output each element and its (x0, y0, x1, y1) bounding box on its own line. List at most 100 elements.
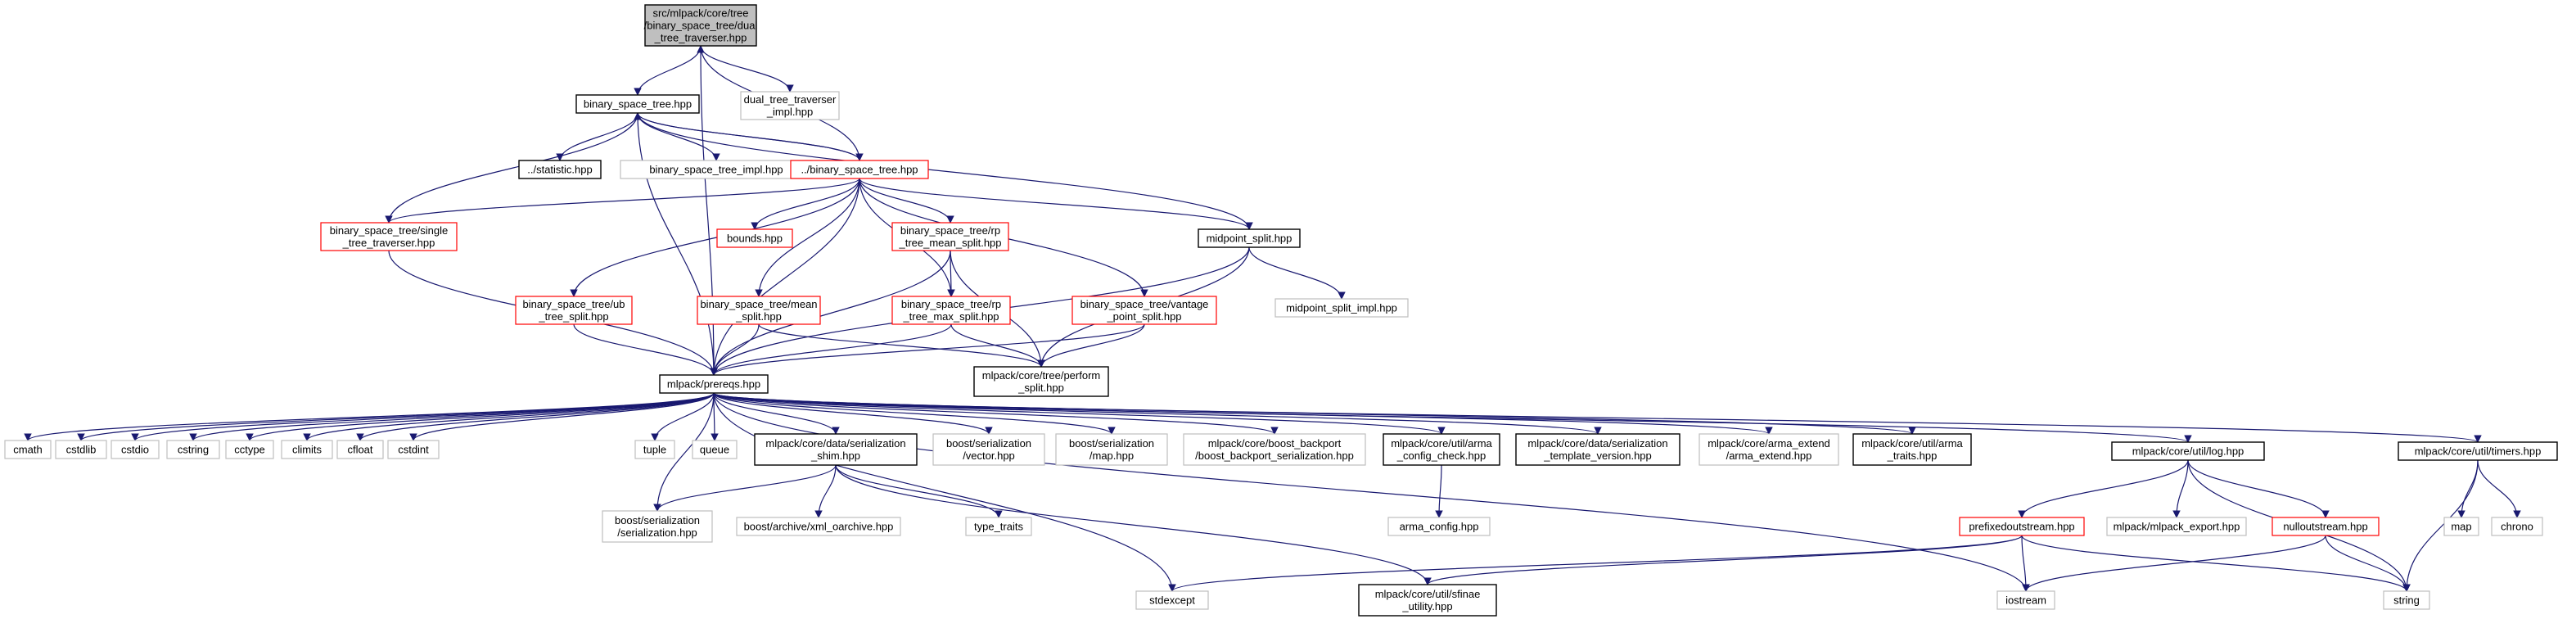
node-label: midpoint_split_impl.hpp (1286, 302, 1397, 314)
node-label: binary_space_tree.hpp (584, 98, 692, 111)
node-timers[interactable]: mlpack/core/util/timers.hpp (2398, 441, 2558, 461)
node-nullout[interactable]: nulloutstream.hpp (2271, 517, 2380, 536)
node-prefixed[interactable]: prefixedoutstream.hpp (1959, 517, 2085, 536)
edge-dbst-to-rpmean (859, 178, 954, 224)
edge-prereqs-to-timers (713, 392, 2482, 443)
node-box (659, 374, 769, 394)
node-label: binary_space_tree/mean (700, 298, 817, 310)
node-label: _template_version.hpp (1543, 450, 1652, 462)
edge-rpmean-to-prereqs (710, 250, 951, 376)
node-vantage[interactable]: binary_space_tree/vantage_point_split.hp… (1071, 296, 1217, 325)
edge-dbst-to-bst (634, 112, 860, 161)
edge-midpoint-to-midimpl (1248, 246, 1346, 300)
edge-prereqs-to-cstring (189, 392, 715, 441)
edge-prereqs-to-armacfg (713, 392, 1446, 435)
edge-dbst-to-prereqs (710, 178, 860, 376)
node-log[interactable]: mlpack/core/util/log.hpp (2111, 441, 2265, 461)
node-root[interactable]: src/mlpack/core/tree/binary_space_tree/d… (644, 4, 758, 47)
node-box (2271, 517, 2380, 536)
node-vector: boost/serialization/vector.hpp (932, 433, 1045, 466)
node-cstdio: cstdio (111, 440, 160, 459)
node-rpmax[interactable]: binary_space_tree/rp_tree_max_split.hpp (891, 296, 1011, 325)
node-label: /map.hpp (1089, 450, 1134, 462)
node-box (320, 222, 458, 251)
node-label: mlpack/core/util/sfinae (1375, 588, 1481, 600)
node-label: binary_space_tree/rp (901, 298, 1001, 310)
edge-prereqs-to-stdexcept (713, 392, 1176, 592)
edge-rpmax-to-prereqs (710, 323, 952, 376)
node-label: mlpack/core/data/serialization (1527, 437, 1667, 450)
node-stat[interactable]: ../statistic.hpp (518, 160, 602, 179)
node-midpoint[interactable]: midpoint_split.hpp (1198, 228, 1301, 248)
node-box (1383, 433, 1500, 466)
edge-prereqs-to-cfloat (356, 392, 715, 441)
node-label: mlpack/mlpack_export.hpp (2114, 521, 2240, 533)
node-box (2106, 517, 2247, 536)
node-box (518, 160, 602, 179)
node-cmath: cmath (4, 440, 52, 459)
edge-prereqs-to-iostream (713, 392, 2030, 592)
node-box (4, 440, 52, 459)
edge-vantage-to-perform (1037, 323, 1145, 368)
node-box (1996, 590, 2055, 610)
node-label: _traits.hpp (1887, 450, 1938, 462)
node-box (1852, 433, 1972, 466)
edge-prereqs-to-tuple (651, 392, 715, 441)
node-label: _shim.hpp (810, 450, 860, 462)
node-armacfg[interactable]: mlpack/core/util/arma_config_check.hpp (1383, 433, 1500, 466)
node-label: dual_tree_traverser (744, 93, 837, 106)
node-label: cstdlib (66, 444, 97, 456)
node-label: tuple (643, 444, 666, 456)
node-shim[interactable]: mlpack/core/data/serialization_shim.hpp (754, 433, 918, 466)
node-bst[interactable]: binary_space_tree.hpp (575, 94, 700, 114)
node-box (1959, 517, 2085, 536)
node-prereqs[interactable]: mlpack/prereqs.hpp (659, 374, 769, 394)
node-box (634, 440, 675, 459)
node-box (2111, 441, 2265, 461)
node-armatraits[interactable]: mlpack/core/util/arma_traits.hpp (1852, 433, 1972, 466)
node-rpmean[interactable]: binary_space_tree/rp_tree_mean_split.hpp (891, 222, 1009, 251)
edge-ub-to-prereqs (573, 323, 718, 376)
node-label: bounds.hpp (727, 233, 783, 245)
edge-shim-to-xml (814, 464, 837, 518)
node-box (973, 366, 1109, 397)
node-dbst[interactable]: ../binary_space_tree.hpp (790, 160, 929, 179)
node-label: ../statistic.hpp (527, 164, 592, 176)
edge-bst-to-stat (556, 112, 638, 161)
node-sfinae[interactable]: mlpack/core/util/sfinae_utility.hpp (1358, 584, 1497, 617)
node-box (932, 433, 1045, 466)
edge-prefixed-to-sfinae (1423, 535, 2023, 585)
node-tmplver[interactable]: mlpack/core/data/serialization_template_… (1515, 433, 1680, 466)
node-cstring: cstring (166, 440, 220, 459)
node-label: /serialization.hpp (617, 526, 697, 539)
node-map_s: boost/serialization/map.hpp (1055, 433, 1168, 466)
edge-root-to-dtti (700, 45, 794, 93)
node-armaconfig: arma_config.hpp (1387, 517, 1491, 536)
edge-shim-to-typetraits (835, 464, 1003, 518)
node-box (1198, 228, 1301, 248)
edge-stt-to-bst (388, 112, 642, 224)
edge-prereqs-to-map_s (713, 392, 1116, 435)
edge-prereqs-to-backport (713, 392, 1279, 435)
node-ub[interactable]: binary_space_tree/ub_tree_split.hpp (515, 296, 633, 325)
node-perform[interactable]: mlpack/core/tree/perform_split.hpp (973, 366, 1109, 397)
node-box (1183, 433, 1366, 466)
edge-prereqs-to-log (713, 392, 2192, 443)
node-bounds[interactable]: bounds.hpp (716, 228, 793, 248)
node-label: _tree_split.hpp (538, 310, 608, 323)
edge-prefixed-to-stdexcept (1168, 535, 2023, 592)
node-box (1358, 584, 1497, 617)
node-label: _tree_max_split.hpp (902, 310, 999, 323)
node-box (515, 296, 633, 325)
node-stt[interactable]: binary_space_tree/single_tree_traverser.… (320, 222, 458, 251)
node-xml: boost/archive/xml_oarchive.hpp (736, 517, 901, 536)
node-box (1699, 433, 1839, 466)
node-label: prefixedoutstream.hpp (1969, 521, 2074, 533)
edge-bst-to-midpoint (637, 112, 1253, 230)
node-box (1135, 590, 1209, 610)
node-label: _split.hpp (735, 310, 782, 323)
node-label: map (2451, 521, 2471, 533)
node-label: chrono (2501, 521, 2533, 533)
edge-root-to-bst (634, 45, 702, 96)
node-mean[interactable]: binary_space_tree/mean_split.hpp (697, 296, 821, 325)
